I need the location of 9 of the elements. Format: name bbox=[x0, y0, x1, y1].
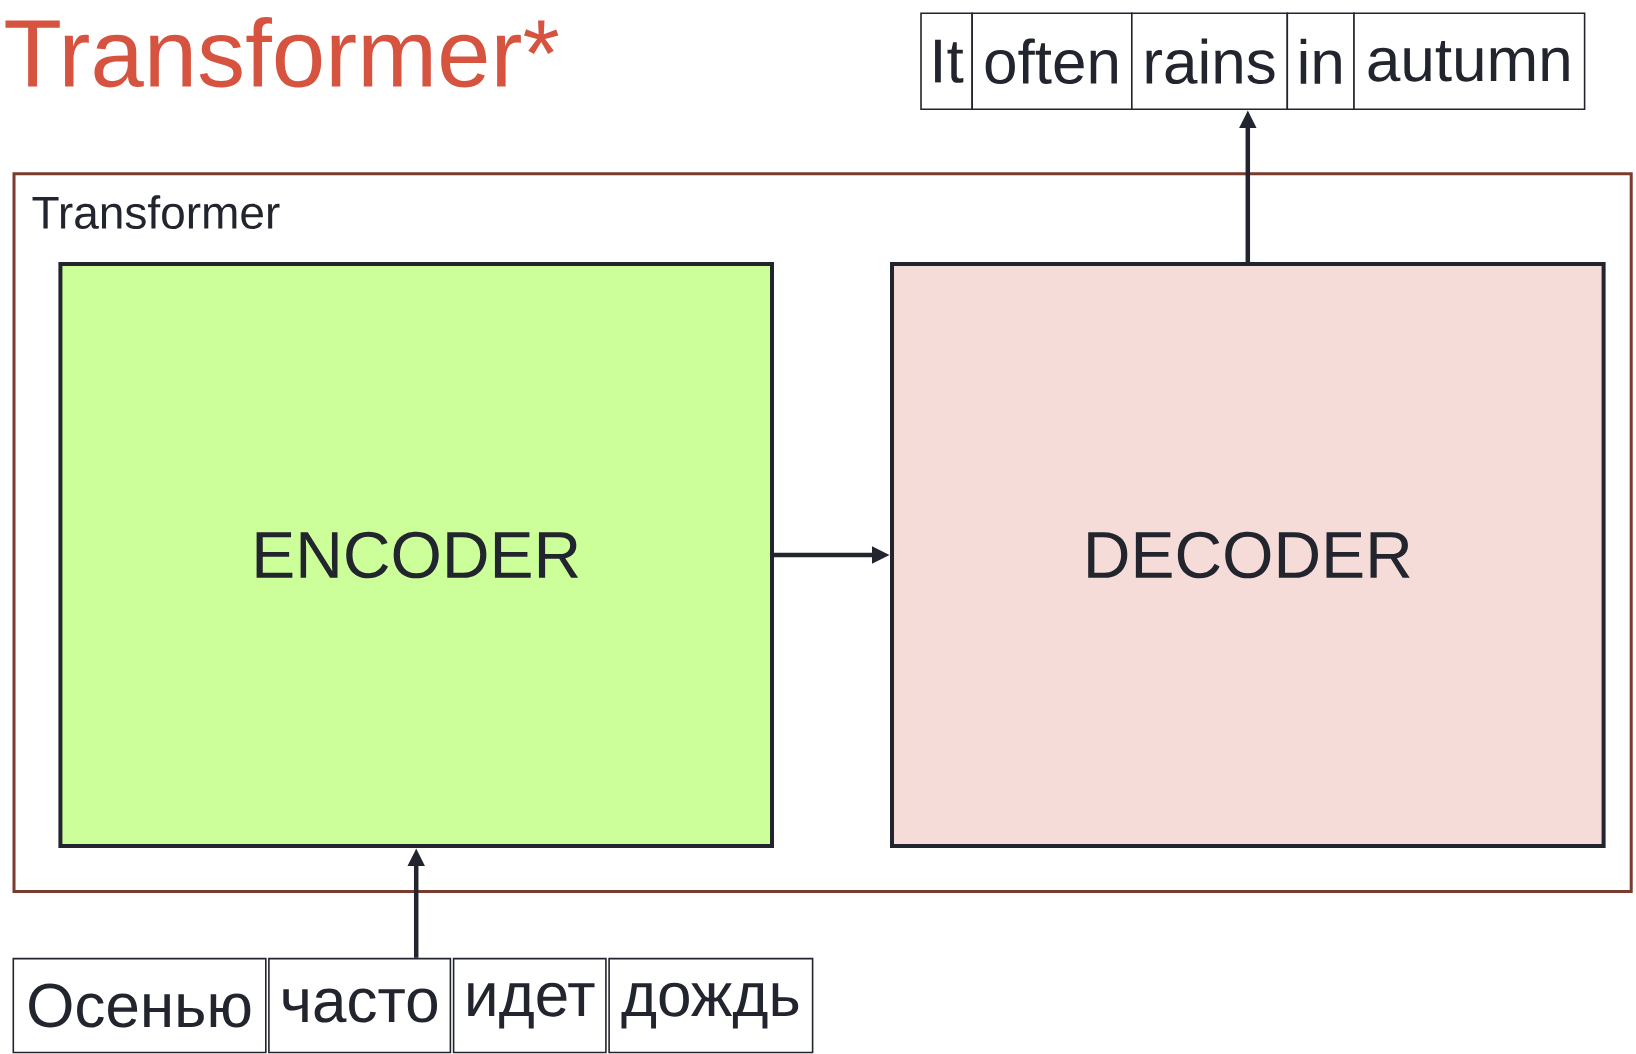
token-box: It bbox=[920, 12, 973, 111]
token-box: in bbox=[1286, 12, 1355, 111]
token-box: дождь bbox=[608, 957, 814, 1054]
encoder-box: ENCODER bbox=[58, 261, 774, 849]
token-box: идет bbox=[452, 957, 607, 1054]
token-box: часто bbox=[268, 957, 452, 1054]
title: Transformer* bbox=[5, 17, 559, 88]
decoder-box: DECODER bbox=[890, 261, 1606, 849]
token-box: Осенью bbox=[12, 957, 267, 1054]
